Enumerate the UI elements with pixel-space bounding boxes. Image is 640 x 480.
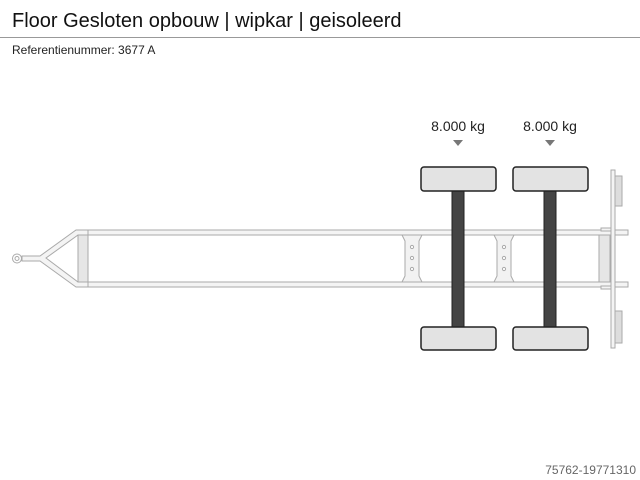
rear-light-bottom (614, 310, 623, 344)
drawbar (21, 229, 91, 288)
tire (512, 166, 589, 192)
reference-number: Referentienummer: 3677 A (12, 43, 156, 57)
listing-id: 75762-19771310 (545, 463, 636, 477)
divider (0, 37, 640, 38)
load-arrow-icon (453, 140, 463, 146)
tire (512, 326, 589, 351)
axle-load-label: 8.000 kg (523, 118, 577, 134)
axle-beam (451, 189, 465, 329)
rear-bumper (598, 234, 611, 283)
axle-2: 8.000 kg (512, 118, 589, 351)
axle-1: 8.000 kg (420, 118, 497, 351)
front-crossmember (77, 234, 89, 283)
trailer-frame (12, 169, 629, 349)
load-arrow-icon (545, 140, 555, 146)
axle-load-label: 8.000 kg (431, 118, 485, 134)
rear-bar (610, 169, 616, 349)
axle-beam (543, 189, 557, 329)
rear-light-top (614, 175, 623, 207)
page-title: Floor Gesloten opbouw | wipkar | geisole… (12, 10, 402, 32)
bottom-rail (87, 281, 629, 288)
tire (420, 166, 497, 192)
tire (420, 326, 497, 351)
top-rail (87, 229, 629, 236)
